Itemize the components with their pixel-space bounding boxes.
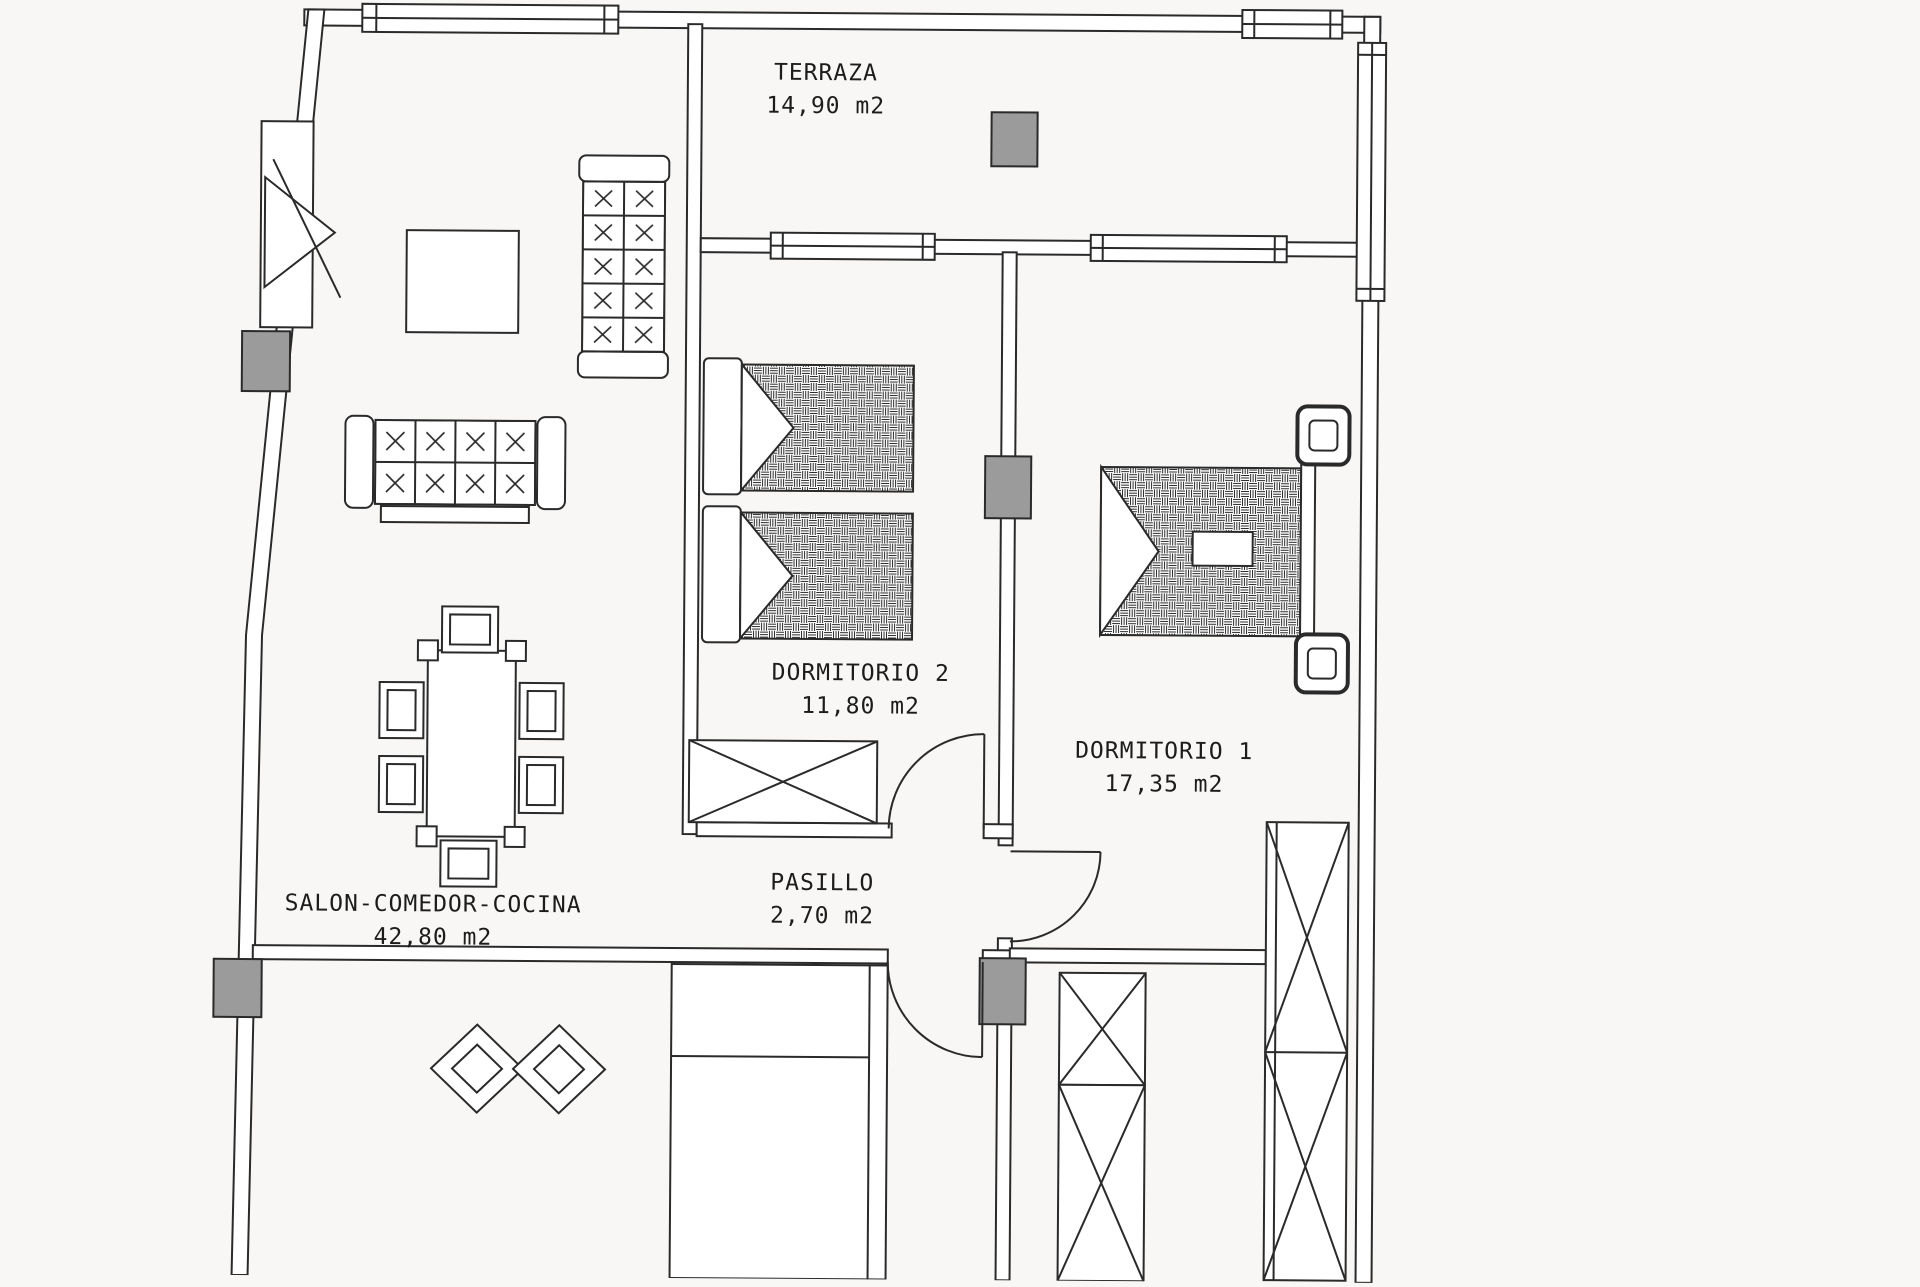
sofa-vertical: [578, 155, 670, 378]
column-bedroom-divider: [985, 456, 1031, 518]
window-top-right: [1242, 10, 1342, 39]
room-area: 17,35 m2: [1044, 768, 1284, 803]
room-name: SALON-COMEDOR-COCINA: [285, 890, 582, 918]
dining-table: [417, 640, 526, 847]
closet-small: [1058, 973, 1146, 1282]
room-name: PASILLO: [770, 870, 874, 897]
dining-chair-left-1: [379, 682, 423, 738]
column-kitchen-left: [213, 959, 261, 1017]
room-area: 14,90 m2: [706, 89, 946, 124]
nightstand-top: [1297, 406, 1349, 464]
room-area: 11,80 m2: [740, 689, 980, 724]
wardrobe-right: [1264, 822, 1349, 1281]
dining-chair-bottom: [440, 840, 496, 886]
single-bed-1: [703, 358, 914, 495]
label-terraza: TERRAZA 14,90 m2: [706, 56, 946, 124]
wall-dorm1-bottom: [1010, 948, 1266, 964]
dining-chair-right-1: [519, 683, 563, 739]
column-pasillo: [979, 958, 1025, 1024]
nightstand-bottom: [1296, 634, 1348, 692]
dresser: [689, 740, 878, 823]
wall-dorm2-bottom: [697, 822, 892, 837]
column-salon-left: [242, 331, 290, 391]
coffee-table: [406, 230, 519, 333]
label-salon-comedor-cocina: SALON-COMEDOR-COCINA 42,80 m2: [283, 887, 583, 955]
label-dormitorio-1: DORMITORIO 1 17,35 m2: [1044, 735, 1284, 803]
dining-chair-left-2: [379, 756, 423, 812]
window-right-wall: [1356, 43, 1386, 301]
room-name: DORMITORIO 1: [1075, 738, 1253, 765]
column-terrace: [991, 112, 1037, 166]
wall-bedroom-divider-upper: [999, 252, 1017, 845]
window-top-left: [362, 4, 618, 34]
single-bed-2: [702, 506, 913, 643]
label-dormitorio-2: DORMITORIO 2 11,80 m2: [740, 656, 980, 724]
window-terrace-a: [771, 233, 935, 260]
room-name: DORMITORIO 2: [772, 660, 950, 687]
wall-dorm2-stub: [984, 824, 1013, 838]
dining-chair-right-2: [519, 757, 563, 813]
label-pasillo: PASILLO 2,70 m2: [702, 866, 942, 934]
room-area: 42,80 m2: [283, 920, 583, 955]
kitchen-counter: [670, 964, 888, 1280]
room-name: TERRAZA: [774, 60, 878, 87]
dining-chair-top: [442, 606, 498, 652]
room-area: 2,70 m2: [702, 899, 942, 934]
window-terrace-b: [1091, 235, 1287, 262]
